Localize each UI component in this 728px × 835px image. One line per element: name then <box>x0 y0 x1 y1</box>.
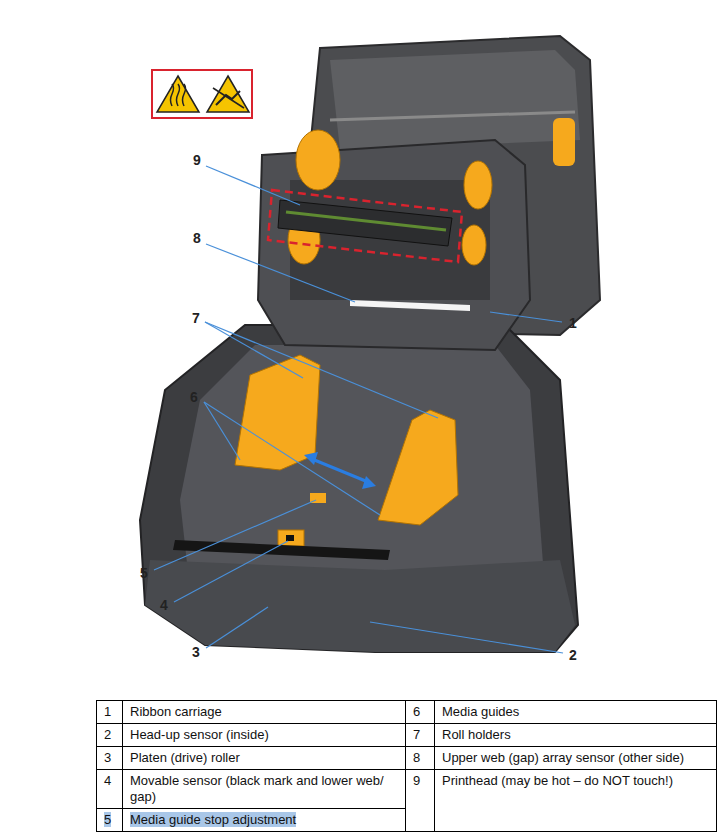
callout-number: 2 <box>561 647 585 663</box>
leader-lines <box>154 166 563 653</box>
printhead-element <box>286 212 446 230</box>
callout-number: 3 <box>184 644 208 660</box>
cell-text: Movable sensor (black mark and lower web… <box>130 773 384 804</box>
arrow-head <box>362 476 376 489</box>
callout-number: 7 <box>184 310 208 326</box>
callout-number: 1 <box>561 315 585 331</box>
cell-text: 8 <box>413 750 420 765</box>
table-cell: Roll holders <box>434 723 717 747</box>
table-cell: 8 <box>405 746 435 770</box>
table-cell: Media guide stop adjustment <box>122 808 406 832</box>
cell-text: Printhead (may be hot – do NOT touch!) <box>442 773 673 788</box>
cell-text: 7 <box>413 727 420 742</box>
callout-number: 9 <box>185 152 209 168</box>
cell-text: 6 <box>413 704 420 719</box>
cell-text: 4 <box>104 773 111 788</box>
hot-zone-outline <box>268 190 462 262</box>
table-cell: 9 <box>405 769 435 832</box>
table-cell: 5 <box>96 808 123 832</box>
cell-text: 5 <box>104 812 111 827</box>
cell-text: Media guide stop adjustment <box>130 812 296 827</box>
callout-number: 8 <box>185 230 209 246</box>
warning-box <box>152 70 252 118</box>
cell-text: Head-up sensor (inside) <box>130 727 269 742</box>
sensor-window <box>286 535 294 541</box>
ribbon-spindle <box>296 130 340 190</box>
lid-inner <box>330 50 580 150</box>
hot-surface-symbol <box>157 76 199 112</box>
table-cell: 1 <box>96 700 123 724</box>
platen-roller <box>173 540 390 560</box>
cell-text: 3 <box>104 750 111 765</box>
printhead <box>278 200 452 246</box>
cell-text: Upper web (gap) array sensor (other side… <box>442 750 684 765</box>
esd-symbol <box>207 76 249 112</box>
ribbon-spindle <box>462 225 486 265</box>
table-cell: 3 <box>96 746 123 770</box>
table-cell: 7 <box>405 723 435 747</box>
table-cell: Upper web (gap) array sensor (other side… <box>434 746 717 770</box>
esd-strike <box>213 88 244 108</box>
table-cell: Printhead (may be hot – do NOT touch!) <box>434 769 717 832</box>
ribbon-spindle <box>464 161 492 209</box>
table-cell: 2 <box>96 723 123 747</box>
table-cell: Platen (drive) roller <box>122 746 406 770</box>
arrow-head <box>304 452 318 465</box>
table-cell: Media guides <box>434 700 717 724</box>
callout-number: 5 <box>132 565 156 581</box>
table-cell: Movable sensor (black mark and lower web… <box>122 769 406 809</box>
cell-text: 9 <box>413 773 420 788</box>
cell-text: Roll holders <box>442 727 511 742</box>
upper-sensor <box>350 300 470 311</box>
media-guide-right <box>378 410 458 525</box>
table-cell: 6 <box>405 700 435 724</box>
lid-rod <box>330 112 575 120</box>
cell-text: 1 <box>104 704 111 719</box>
printer-base <box>140 325 578 652</box>
media-compartment <box>180 345 545 600</box>
adjust-arrow <box>312 459 368 482</box>
cell-text: Media guides <box>442 704 519 719</box>
table-cell: Head-up sensor (inside) <box>122 723 406 747</box>
media-guide-left <box>235 355 320 470</box>
table-cell: Ribbon carriage <box>122 700 406 724</box>
table-cell: 4 <box>96 769 123 809</box>
cell-text: Ribbon carriage <box>130 704 222 719</box>
cell-text: Platen (drive) roller <box>130 750 240 765</box>
cell-text: 2 <box>104 727 111 742</box>
lid-latch <box>553 118 575 166</box>
front-face <box>145 560 575 652</box>
heat-waves <box>171 84 186 106</box>
callout-number: 6 <box>182 389 206 405</box>
callout-number: 4 <box>152 597 176 613</box>
